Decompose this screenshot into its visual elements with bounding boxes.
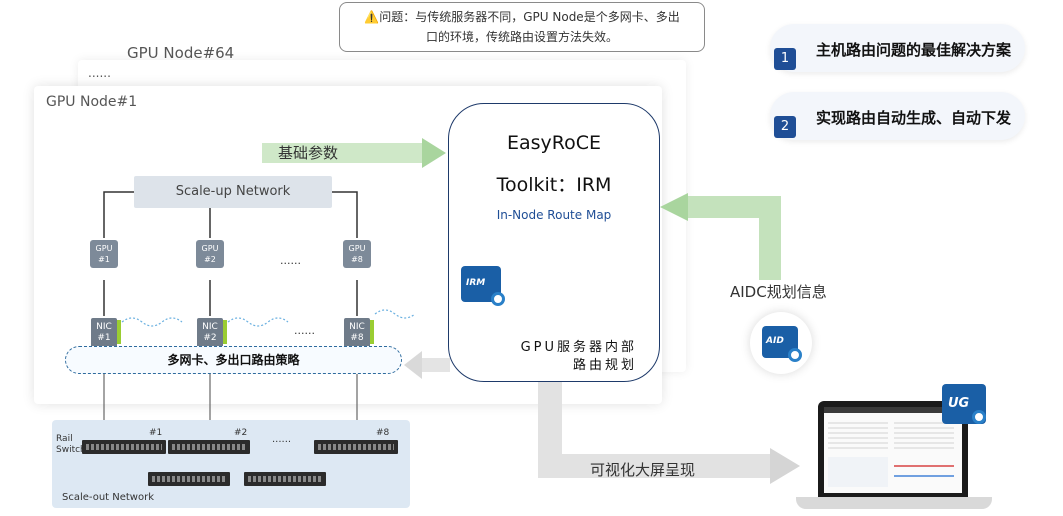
irm-desc-2: 路由规划 <box>572 358 637 373</box>
laptop-dashboard <box>818 401 968 497</box>
aid-toolbox-icon: AID <box>762 326 802 362</box>
gpu-node-64-label: GPU Node#64 <box>127 44 235 62</box>
solution-item-2: 2 实现路由自动生成、自动下发 <box>770 92 1025 140</box>
irm-title-2: Toolkit：IRM <box>496 174 612 196</box>
dashboard-screen <box>824 407 962 493</box>
nic-8: NIC#8 <box>344 318 374 348</box>
nic-ellipsis: ...... <box>294 324 315 337</box>
problem-line-1: ⚠️问题：与传统服务器不同，GPU Node是个多网卡、多出 <box>364 10 680 24</box>
visual-arrow-head <box>770 448 800 484</box>
irm-subtitle: In-Node Route Map <box>496 208 612 222</box>
aidc-arrow-head <box>660 193 688 221</box>
irm-toolkit-panel: EasyRoCE Toolkit：IRM In-Node Route Map I… <box>448 103 660 382</box>
visual-label: 可视化大屏呈现 <box>590 461 696 479</box>
rail-switch-2 <box>168 440 250 454</box>
solution-badge-1: 1 <box>774 48 796 70</box>
nic-2: NIC#2 <box>197 318 227 348</box>
gpu-chip-8: GPU#8 <box>343 240 371 268</box>
scale-out-label: Scale-out Network <box>62 492 155 503</box>
node-ellipsis: ...... <box>88 66 111 80</box>
spine-switch-2 <box>244 472 326 486</box>
laptop-base <box>796 497 992 509</box>
gpu-ellipsis: ...... <box>280 254 301 267</box>
scale-out-network-panel: Rail Switch #1 #2 #8 ...... Scale-out Ne… <box>52 420 410 508</box>
switch-num-1: #1 <box>149 428 163 438</box>
policy-arrow-head <box>404 351 422 379</box>
solution-text-2: 实现路由自动生成、自动下发 <box>816 109 1012 127</box>
solution-item-1: 1 主机路由问题的最佳解决方案 <box>770 24 1025 72</box>
visual-arrow-body <box>538 380 770 478</box>
gpu-chip-1: GPU#1 <box>90 240 118 268</box>
gpu-node-1-label: GPU Node#1 <box>46 94 138 110</box>
policy-arrow-body <box>420 358 450 372</box>
irm-title-1: EasyRoCE <box>506 132 602 154</box>
rail-switch-8 <box>314 440 398 454</box>
problem-line-2: 口的环境，传统路由设置方法失效。 <box>425 30 618 44</box>
solution-text-1: 主机路由问题的最佳解决方案 <box>816 41 1012 59</box>
irm-toolbox-icon: IRM <box>461 266 505 306</box>
ug-toolbox-icon: UG <box>942 384 986 424</box>
aidc-info-label: AIDC规划信息 <box>728 281 829 302</box>
switch-ellipsis: ...... <box>272 434 292 445</box>
basic-params-arrow-head <box>422 138 446 168</box>
aid-icon-circle: AID <box>750 312 812 374</box>
gpu-chip-2: GPU#2 <box>196 240 224 268</box>
rail-switch-1 <box>82 440 166 454</box>
nic-1: NIC#1 <box>91 318 121 348</box>
switch-num-8: #8 <box>376 428 390 438</box>
aidc-arrow-body <box>685 196 781 280</box>
spine-switch-1 <box>148 472 230 486</box>
irm-desc-1: GPU服务器内部 <box>520 340 637 355</box>
solution-badge-2: 2 <box>774 116 796 138</box>
switch-num-2: #2 <box>234 428 248 438</box>
problem-callout: ⚠️问题：与传统服务器不同，GPU Node是个多网卡、多出 口的环境，传统路由… <box>339 2 705 52</box>
basic-params-label: 基础参数 <box>278 144 339 162</box>
routing-policy-box: 多网卡、多出口路由策略 <box>65 346 402 374</box>
scale-up-network: Scale-up Network <box>134 176 332 208</box>
basic-params-arrow-body <box>262 143 422 163</box>
rail-switch-label: Rail Switch <box>56 434 86 455</box>
